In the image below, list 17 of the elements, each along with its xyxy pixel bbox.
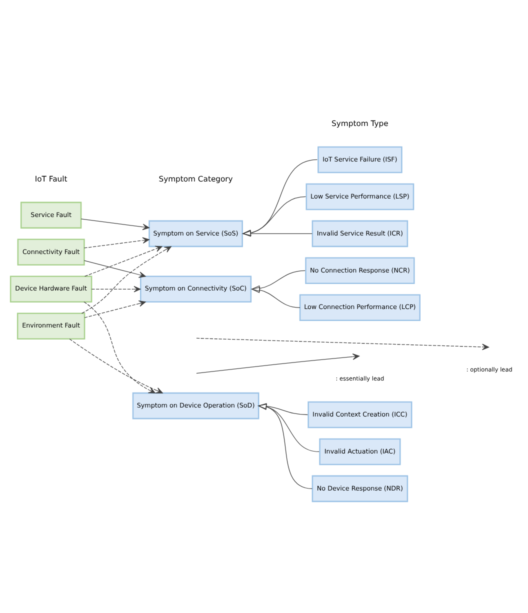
arrow <box>250 286 300 308</box>
arrow <box>242 196 306 236</box>
arrow <box>69 338 163 393</box>
arrow <box>84 301 156 393</box>
arrow <box>250 270 306 292</box>
arrow <box>84 300 146 318</box>
arrow <box>84 260 146 278</box>
arrow <box>258 402 308 415</box>
arrow <box>84 245 162 276</box>
arrow <box>242 158 318 236</box>
arrow <box>91 285 141 292</box>
arrow <box>258 403 320 452</box>
arrow <box>82 246 172 314</box>
arrow <box>80 218 150 230</box>
arrow <box>84 236 150 248</box>
arrow <box>258 403 312 489</box>
arrow <box>242 230 312 236</box>
